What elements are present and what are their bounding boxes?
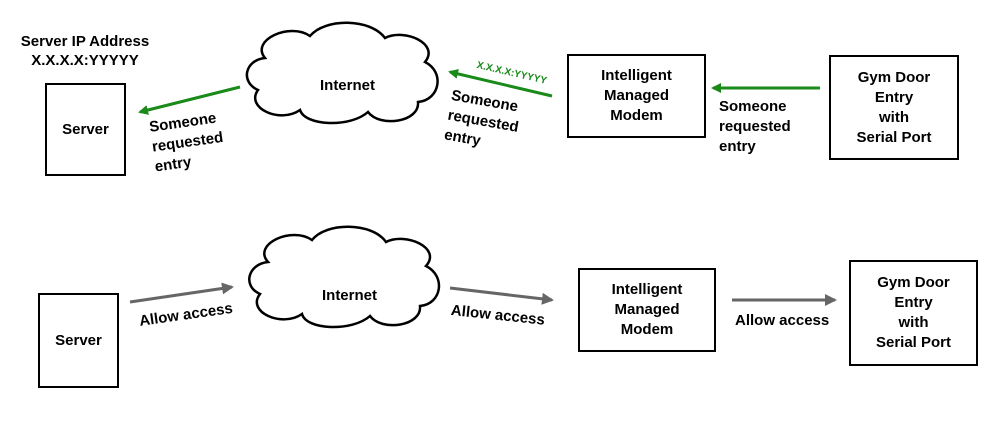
internet-cloud-top xyxy=(245,21,439,125)
server-box-bottom: Server xyxy=(38,293,119,388)
modem-box-bottom: Intelligent Managed Modem xyxy=(578,268,716,352)
server-ip-heading: Server IP Address xyxy=(20,33,150,50)
internet-label-top: Internet xyxy=(319,77,375,94)
modem-label-top: Intelligent Managed Modem xyxy=(601,67,672,124)
arrow-modem-to-internet xyxy=(448,68,553,98)
modem-label-bottom: Intelligent Managed Modem xyxy=(611,281,683,338)
arrow-server-to-internet xyxy=(129,282,234,304)
gym-door-label-top: Gym Door Entry with Serial Port xyxy=(856,68,932,146)
arrow-to-server-label: Someone requested entry xyxy=(148,109,225,176)
arrow-to-internet-label: Someone requested entry xyxy=(442,86,520,150)
server-label-top: Server xyxy=(62,120,109,138)
arrow-to-modem-label: Someone requested entry xyxy=(719,98,791,155)
modem-box-top: Intelligent Managed Modem xyxy=(567,54,706,138)
gym-door-box-bottom: Gym Door Entry with Serial Port xyxy=(849,260,978,366)
arrow-internet-to-modem xyxy=(449,286,554,305)
server-ip-value: X.X.X.X:YYYYY xyxy=(31,52,139,69)
gym-door-box-top: Gym Door Entry with Serial Port xyxy=(829,55,959,160)
server-label-bottom: Server xyxy=(55,331,102,349)
gym-door-label-bottom: Gym Door Entry with Serial Port xyxy=(875,274,952,351)
arrow-internet-to-server xyxy=(138,85,241,115)
allow-access-label-3: Allow access xyxy=(735,312,830,329)
internet-cloud-bottom xyxy=(248,225,441,329)
internet-label-bottom: Internet xyxy=(321,287,377,304)
server-box-top: Server xyxy=(45,83,126,176)
